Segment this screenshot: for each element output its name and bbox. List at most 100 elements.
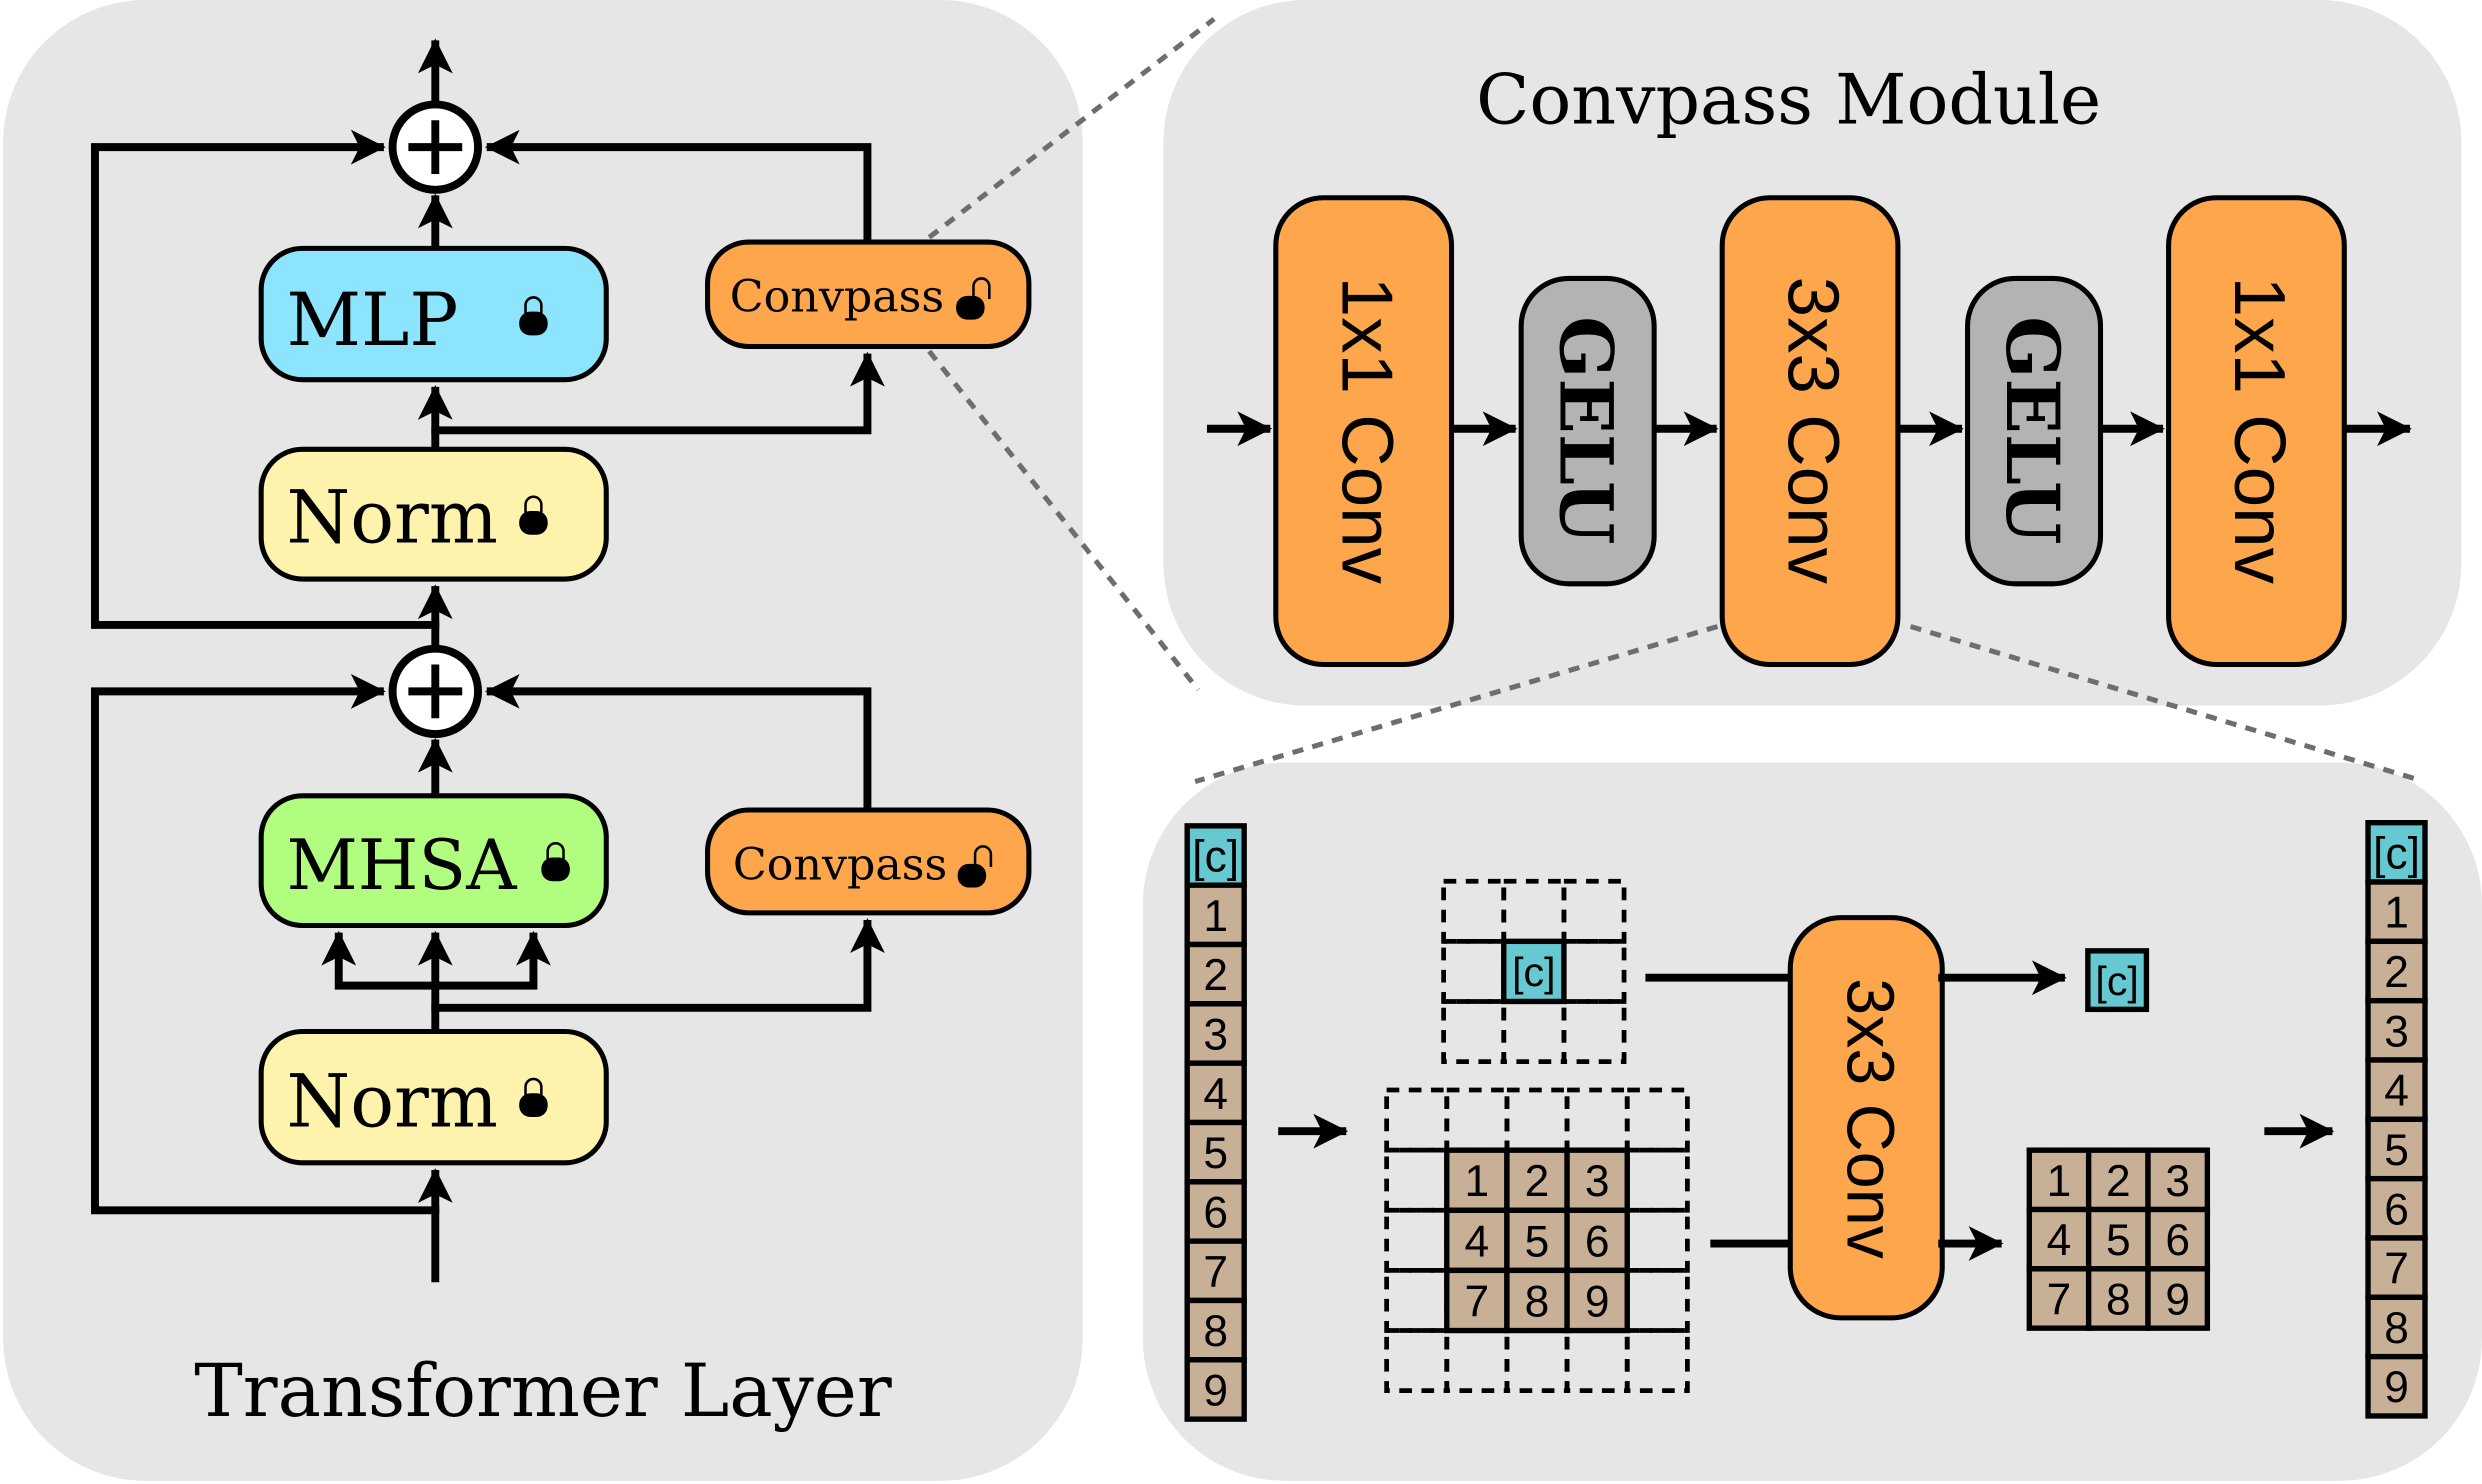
key-arrow [431,930,551,990]
token-label: 5 [2384,1126,2409,1175]
patch-token: 9 [1184,1357,1247,1422]
convpass-top-label: Convpass [730,272,944,323]
conv3x3-label: 3x3 Conv [1773,277,1854,585]
patch-output-token: 9 [2145,1266,2211,1331]
padding-cell [1561,878,1627,944]
token-label: [c] [1192,832,1239,881]
padding-cell [1561,999,1627,1064]
patch-grid-token: 9 [1564,1267,1630,1334]
conv1x1-out-label: 1x1 Conv [2219,277,2300,585]
query-arrow [321,930,440,990]
residual-skip-top [91,129,440,629]
token-label: 8 [1525,1277,1550,1326]
norm-block-top: Norm [258,446,609,582]
token-label: 7 [1203,1248,1228,1297]
token-label: [c] [2373,829,2420,878]
patch-token: 5 [2365,1116,2428,1182]
norm-to-convpass-bottom-arrow [431,918,885,1012]
token-label: 9 [1203,1366,1228,1415]
patch-grid-token: 4 [1444,1207,1510,1274]
convpass-block-top: Convpass [705,239,1032,350]
input-token-column: [c] 1 2 345 6 789 [1184,823,1247,1422]
patch-grid-token: 7 [1444,1267,1510,1334]
gelu-block-2: GELU [1965,275,2104,587]
token-label: 7 [2384,1245,2409,1294]
token-label: 4 [1465,1217,1490,1266]
token-label: 9 [2165,1275,2190,1324]
padding-cell [1624,1328,1690,1394]
residual-skip-bottom [91,673,440,1215]
cls-padded-grid: [c] [1441,878,1627,1064]
cls-output-token: [c] [2085,948,2150,1013]
token-label: 1 [2047,1157,2072,1206]
patch-token: 5 [1184,1119,1247,1185]
conv3x3-detail-block: 3x3 Conv [1787,915,1945,1321]
output-token-column: [c] 123 4 5 6 7 89 [2365,819,2428,1419]
gelu-block-1: GELU [1518,275,1657,587]
convpass-block-bottom: Convpass [705,807,1032,916]
token-label: 6 [1203,1188,1228,1237]
patch-output-token: 2 [2085,1147,2151,1213]
token-label: 4 [2047,1216,2072,1265]
token-label: 5 [1203,1129,1228,1178]
token-label: 1 [2384,889,2409,938]
patch-token: 8 [1184,1297,1247,1363]
mhsa-block: MHSA [258,793,609,929]
patch-output-token: 4 [2026,1206,2092,1272]
token-label: 5 [1525,1217,1550,1266]
padding-cell [1624,1087,1690,1153]
norm-top-label: Norm [287,476,498,561]
mhsa-label: MHSA [287,825,518,906]
patch-output-token: 1 [2026,1147,2092,1213]
patch-grid-token: 3 [1564,1147,1630,1213]
token-label: 8 [2384,1304,2409,1353]
cls-token: [c] [2365,819,2428,885]
zoom-connector-line [1909,624,2415,781]
patch-output-token: 3 [2145,1147,2211,1213]
convpass-bottom-label: Convpass [733,840,947,891]
patch-token: 1 [2365,879,2428,945]
token-label: 3 [2384,1007,2409,1056]
patch-grid-token: 8 [1504,1267,1570,1334]
norm-to-convpass-top-arrow [431,351,885,435]
add-node-bottom [388,644,482,739]
token-label: 4 [2384,1067,2409,1116]
patch-grid-token: 1 [1444,1147,1510,1213]
transformer-layer-title: Transformer Layer [194,1349,892,1434]
patch-token: 3 [1184,1001,1247,1066]
token-label: 5 [2106,1216,2131,1265]
cls-output-token: [c] [2085,948,2150,1013]
patch-token: 7 [1184,1238,1247,1304]
token-label: 3 [1203,1010,1228,1059]
norm-block-bottom: Norm [258,1028,609,1166]
patch-grid-token: 5 [1504,1207,1570,1274]
conv1x1-in-label: 1x1 Conv [1326,277,1407,585]
token-label: 6 [2384,1185,2409,1234]
patch-token: 2 [2365,938,2428,1004]
token-label: 1 [1203,892,1228,941]
mlp-label: MLP [287,278,459,363]
token-label: 9 [1585,1277,1610,1326]
conv3x3-detail-label: 3x3 Conv [1832,978,1906,1259]
token-label: 2 [1525,1157,1550,1206]
token-label: 2 [1203,951,1228,1000]
gelu-2-label: GELU [1989,316,2074,544]
patch-token: 1 [1184,882,1247,948]
token-label: 3 [2165,1157,2190,1206]
norm-bottom-label: Norm [287,1059,498,1144]
patch-token: 7 [2365,1235,2428,1301]
token-label: 6 [1585,1217,1610,1266]
patch-token: 6 [1184,1179,1247,1244]
patch-token: 4 [1184,1060,1247,1126]
patch-token: 3 [2365,997,2428,1063]
gelu-1-label: GELU [1543,316,1628,544]
convpass-module-title: Convpass Module [1476,59,2101,140]
conv3x3-block: 3x3 Conv [1719,195,1901,668]
patch-token: 9 [2365,1353,2428,1419]
conv1x1-out-block: 1x1 Conv [2166,195,2347,668]
zoom-connector-line [1194,624,1719,784]
patch-output-token: 5 [2085,1206,2151,1272]
patch-output-token: 8 [2085,1266,2151,1331]
